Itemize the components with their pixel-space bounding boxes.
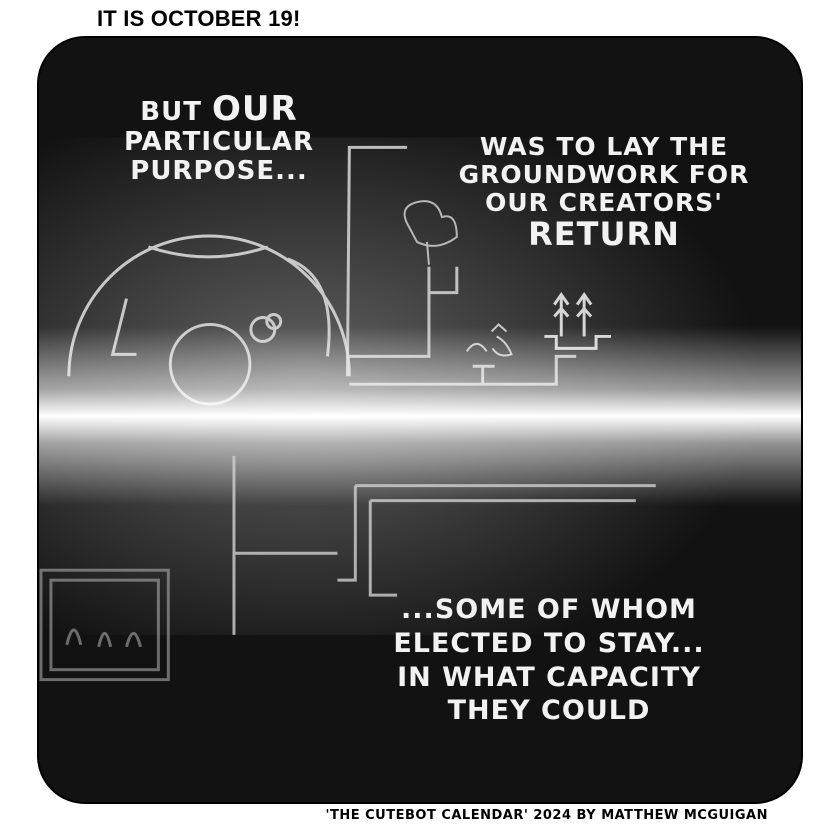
- chamber-box: [39, 568, 170, 682]
- lower-pipes: [232, 455, 656, 635]
- caption-purpose-emphasis: OUR: [212, 89, 298, 129]
- schematic-illustration: [39, 137, 801, 682]
- caption-stay-line1: ...SOME OF WHOM: [401, 594, 697, 625]
- caption-stay-line3: IN WHAT CAPACITY: [397, 661, 701, 693]
- credit-line: 'THE CUTEBOT CALENDAR' 2024 BY MATTHEW M…: [325, 808, 768, 823]
- caption-purpose-rest: PARTICULAR PURPOSE...: [124, 127, 314, 187]
- caption-purpose-lead: BUT: [140, 97, 202, 127]
- caption-stay-line4: THEY COULD: [447, 695, 651, 727]
- caption-groundwork-body: WAS TO LAY THE GROUNDWORK FOR OUR CREATO…: [458, 132, 750, 217]
- date-header: IT IS OCTOBER 19!: [97, 6, 301, 31]
- caption-stay-line2: ELECTED TO STAY...: [393, 627, 705, 659]
- light-beam: [39, 326, 801, 506]
- caption-stay: ...SOME OF WHOM ELECTED TO STAY... IN WH…: [379, 593, 719, 728]
- comic-panel: BUT OUR PARTICULAR PURPOSE... WAS TO LAY…: [37, 36, 803, 804]
- caption-purpose: BUT OUR PARTICULAR PURPOSE...: [99, 90, 339, 186]
- caption-groundwork-emphasis: RETURN: [528, 215, 680, 253]
- caption-groundwork: WAS TO LAY THE GROUNDWORK FOR OUR CREATO…: [434, 133, 774, 253]
- tree-drawing: [403, 200, 458, 265]
